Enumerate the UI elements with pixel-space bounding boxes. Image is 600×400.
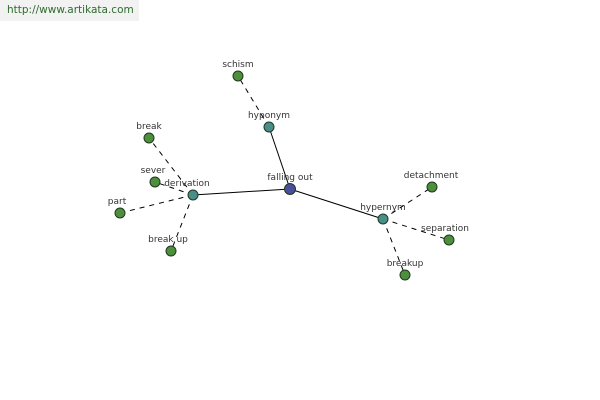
- edge-hypernym-to-separation: [382, 218, 450, 241]
- edge-falling-out-to-hyponym: [268, 126, 291, 190]
- node-part-label: part: [108, 197, 127, 207]
- node-part-dot[interactable]: [114, 207, 126, 219]
- node-detachment[interactable]: detachment: [404, 171, 459, 193]
- edge-falling-out-to-hypernym: [289, 188, 384, 220]
- edge-derivation-to-break: [148, 137, 194, 196]
- node-falling-out[interactable]: falling out: [267, 173, 313, 195]
- edges-layer: [119, 75, 450, 276]
- nodes-layer: falling out hyponym derivation hypernym schi…: [108, 60, 469, 281]
- node-break-up[interactable]: break up: [148, 235, 188, 257]
- edge-falling-out-to-derivation: [192, 188, 291, 196]
- node-derivation-dot[interactable]: [187, 189, 199, 201]
- node-separation-dot[interactable]: [443, 234, 455, 246]
- edge-derivation-to-part: [119, 194, 194, 214]
- node-separation[interactable]: separation: [421, 224, 469, 246]
- node-break[interactable]: break: [136, 122, 163, 144]
- node-detachment-dot[interactable]: [426, 181, 438, 193]
- node-hypernym[interactable]: hypernym: [360, 203, 406, 225]
- node-part[interactable]: part: [108, 197, 127, 219]
- node-detachment-label: detachment: [404, 171, 459, 181]
- node-derivation-label: derivation: [164, 179, 210, 189]
- node-falling-out-dot[interactable]: [284, 183, 296, 195]
- node-hyponym-dot[interactable]: [263, 121, 275, 133]
- edge-derivation-to-break-up: [170, 194, 194, 252]
- node-schism-dot[interactable]: [232, 70, 244, 82]
- node-derivation[interactable]: derivation: [164, 179, 210, 201]
- node-break-up-dot[interactable]: [165, 245, 177, 257]
- node-schism[interactable]: schism: [222, 60, 254, 82]
- node-sever[interactable]: sever: [141, 166, 166, 188]
- source-url-link[interactable]: http://www.artikata.com: [0, 0, 139, 21]
- node-schism-label: schism: [222, 60, 253, 70]
- node-breakup-label: breakup: [387, 259, 424, 269]
- node-break-up-label: break up: [148, 235, 188, 245]
- node-separation-label: separation: [421, 224, 469, 234]
- node-sever-dot[interactable]: [149, 176, 161, 188]
- node-break-dot[interactable]: [143, 132, 155, 144]
- node-hypernym-label: hypernym: [360, 203, 406, 213]
- node-falling-out-label: falling out: [267, 173, 313, 183]
- node-break-label: break: [136, 122, 162, 132]
- node-hyponym-label: hyponym: [248, 111, 290, 121]
- node-sever-label: sever: [141, 166, 166, 176]
- node-hypernym-dot[interactable]: [377, 213, 389, 225]
- node-hyponym[interactable]: hyponym: [248, 111, 290, 133]
- node-breakup[interactable]: breakup: [387, 259, 424, 281]
- edge-hypernym-to-breakup: [382, 218, 406, 276]
- edge-derivation-to-sever: [154, 181, 194, 196]
- node-breakup-dot[interactable]: [399, 269, 411, 281]
